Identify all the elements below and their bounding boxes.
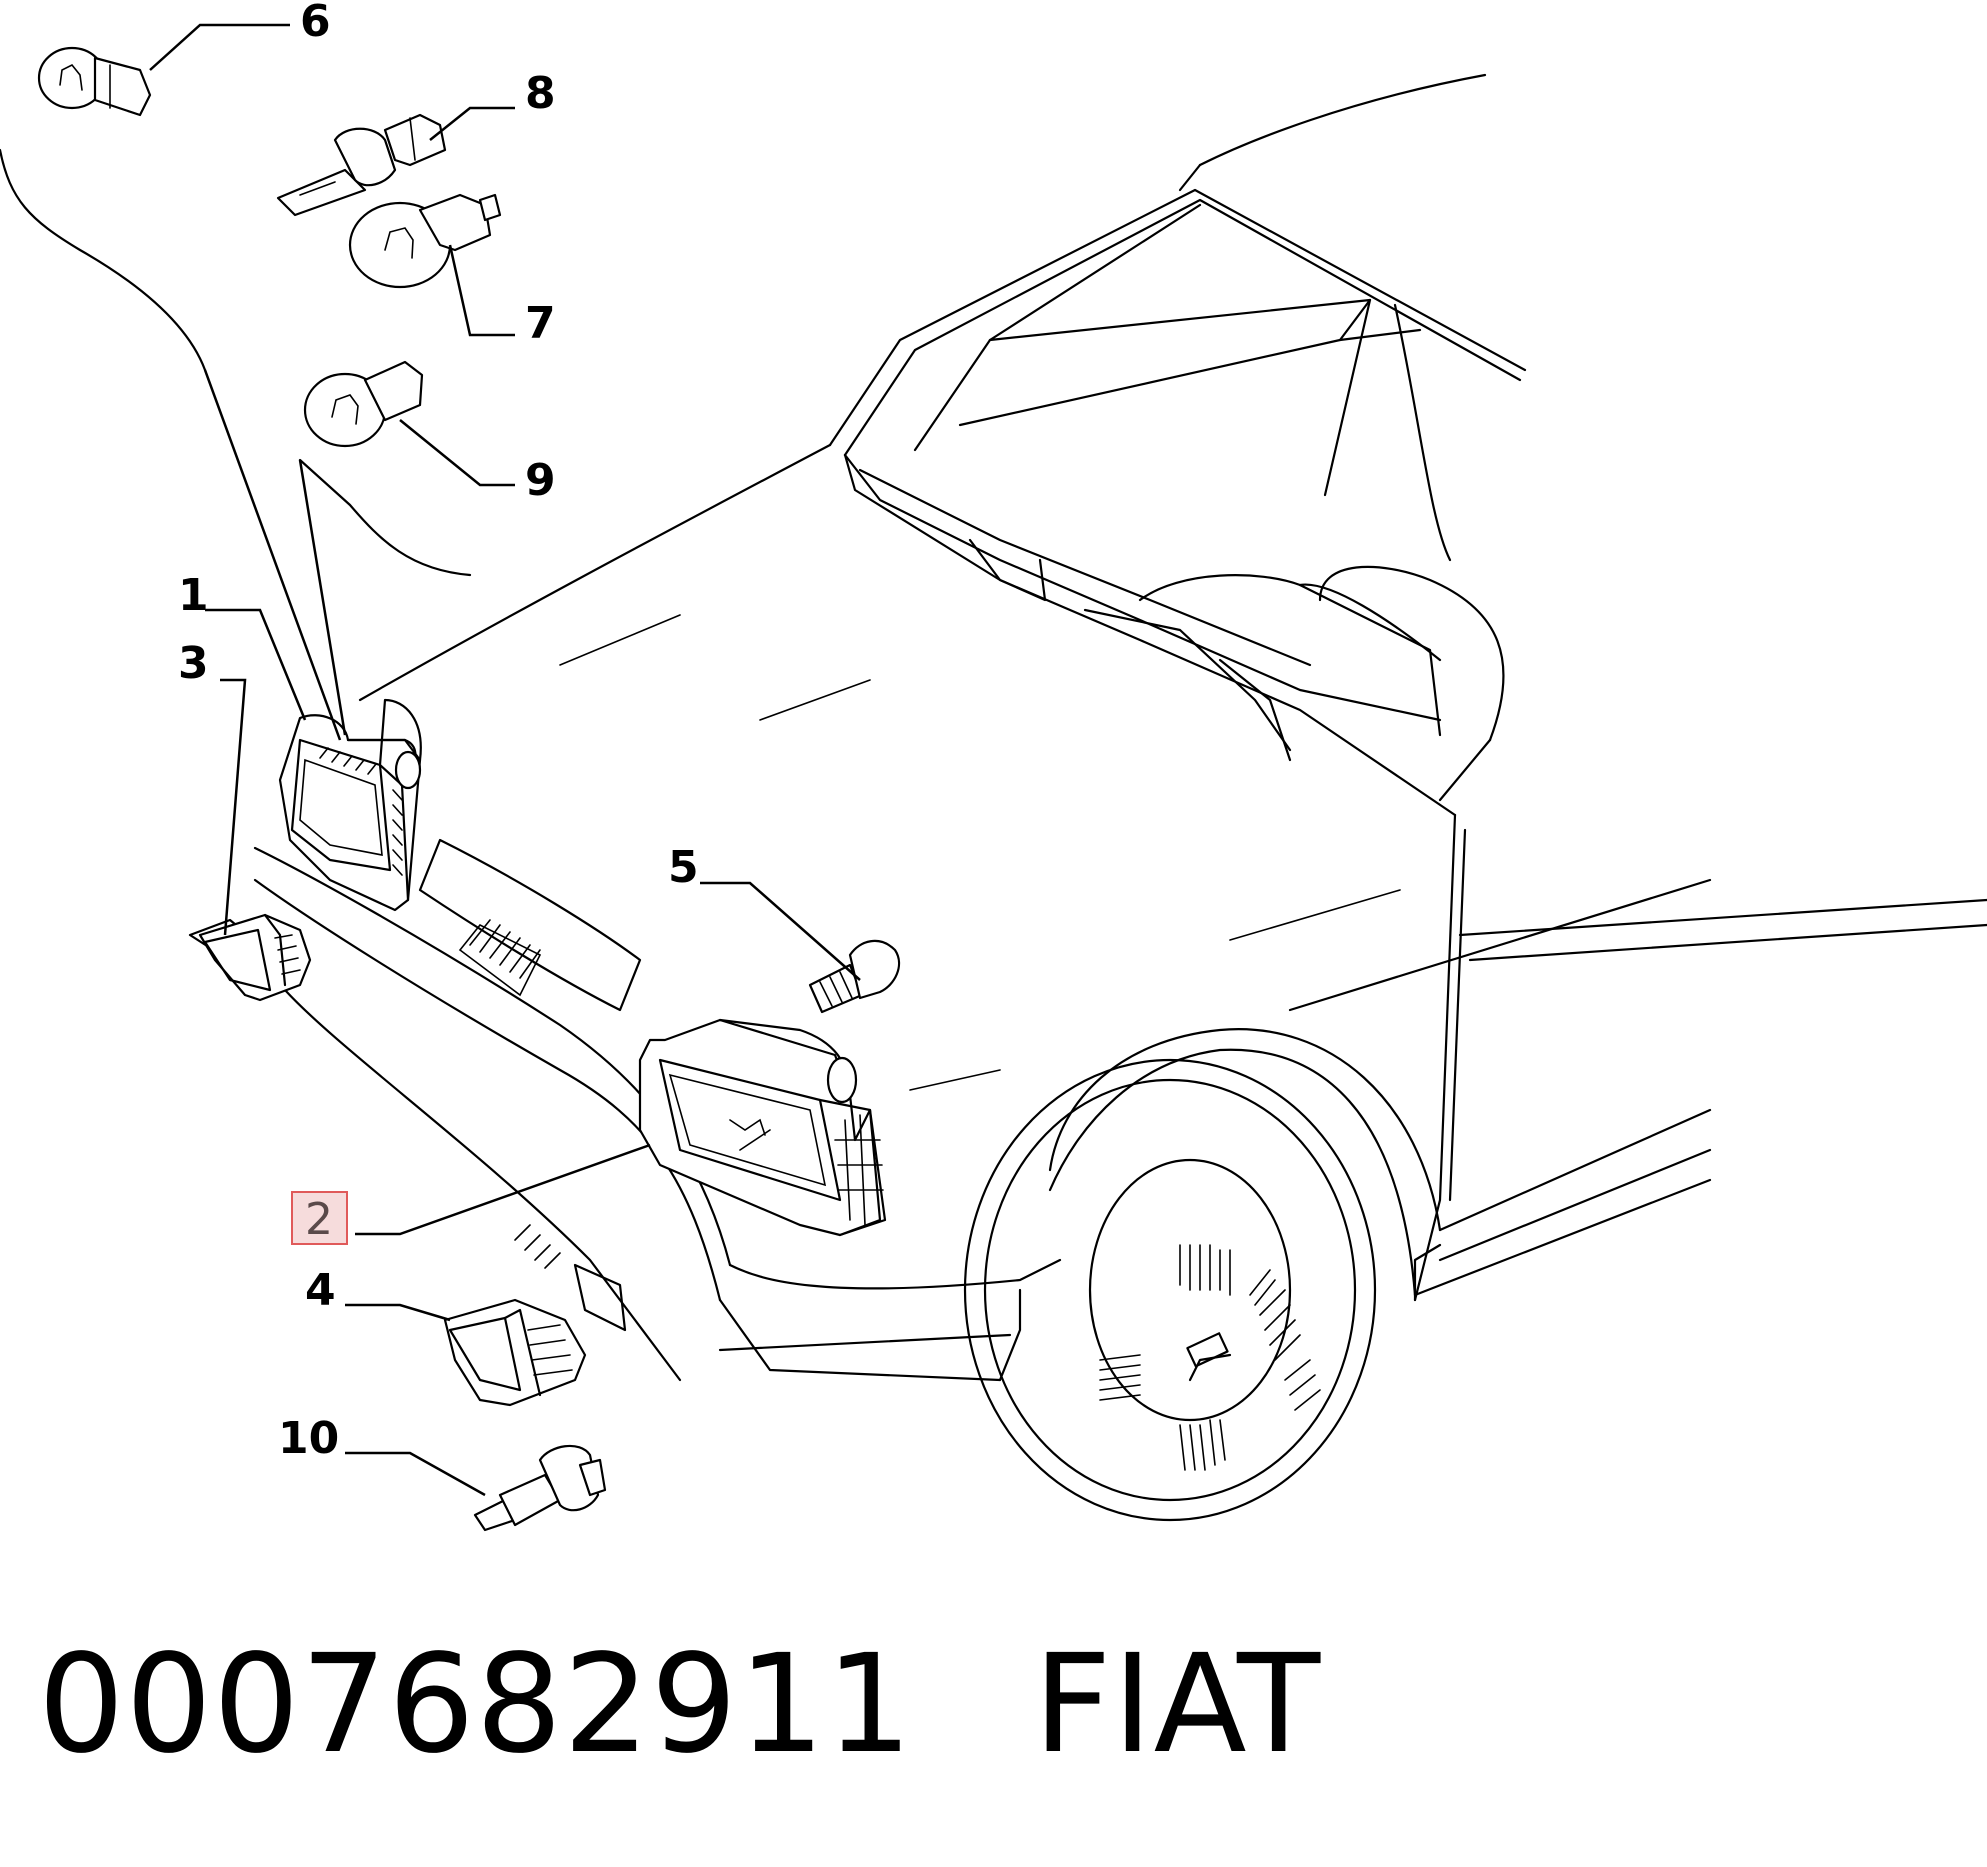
wiring-cable-branch [298, 458, 472, 577]
leader-lines [149, 23, 861, 1497]
callout-labels: 6 8 7 9 1 3 5 2 4 10 [178, 0, 699, 1464]
car-body-outline [188, 73, 1987, 1382]
wiring-cable [0, 148, 207, 372]
callout-2[interactable]: 2 [305, 1194, 333, 1245]
callout-10[interactable]: 10 [278, 1413, 339, 1464]
bulb-10[interactable] [473, 1444, 607, 1532]
bolt[interactable] [808, 939, 901, 1014]
callout-2-highlight [291, 1191, 348, 1245]
front-wheel [963, 1058, 1377, 1522]
callout-5[interactable]: 5 [668, 842, 699, 893]
callout-9[interactable]: 9 [525, 455, 556, 506]
callout-7[interactable]: 7 [525, 298, 556, 349]
callout-6[interactable]: 6 [300, 0, 331, 47]
part-number: 0007682911 [38, 1626, 914, 1784]
callout-8[interactable]: 8 [525, 68, 556, 119]
headlight-right[interactable] [638, 1018, 887, 1237]
bulb-9[interactable] [303, 360, 424, 448]
bulb-7[interactable] [348, 193, 502, 289]
callout-3[interactable]: 3 [178, 638, 209, 689]
bulb-8[interactable] [276, 113, 447, 217]
parts-diagram: 6 8 7 9 1 3 5 2 4 10 [0, 0, 1987, 1532]
indicator-lamp-left[interactable] [198, 913, 312, 1002]
headlight-left[interactable] [278, 698, 422, 912]
brand-name: FIAT [1033, 1626, 1322, 1784]
callout-4[interactable]: 4 [305, 1265, 336, 1316]
indicator-lamp-right[interactable] [443, 1298, 587, 1407]
caption: 0007682911 FIAT [38, 1630, 1938, 1780]
callout-1[interactable]: 1 [178, 570, 209, 621]
bulb-6[interactable] [37, 46, 152, 117]
